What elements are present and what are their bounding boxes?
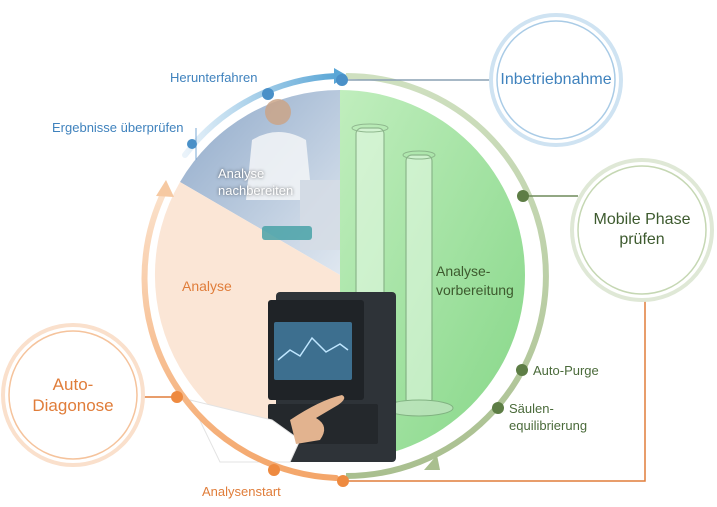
bubble-mobile-phase[interactable]: Mobile Phase prüfen — [572, 205, 712, 255]
dot-auto-diagnose[interactable] — [171, 391, 183, 403]
arc-top-blue — [182, 73, 339, 158]
label-vorbereitung-line2: vorbereitung — [436, 281, 514, 298]
label-auto-purge: Auto-Purge — [533, 363, 599, 378]
dot-saeulen[interactable] — [492, 402, 504, 414]
connector-analysenstart — [345, 296, 646, 482]
dot-inbetriebnahme[interactable] — [336, 74, 348, 86]
bubble-auto-diagnose-line2: Diagonose — [32, 396, 114, 415]
label-analyse-nachbereiten: Analyse nachbereiten — [218, 166, 293, 200]
dot-herunterfahren[interactable] — [262, 88, 274, 100]
label-nachbereiten-line2: nachbereiten — [218, 182, 294, 198]
bubble-inbetriebnahme[interactable]: Inbetriebnahme — [491, 55, 621, 105]
label-analyse: Analyse — [182, 278, 232, 294]
label-vorbereitung-line1: Analyse- — [436, 263, 491, 279]
dot-ergebnisse[interactable] — [187, 139, 197, 149]
bubble-mobile-phase-circle — [570, 158, 714, 302]
dot-analysenstart-left[interactable] — [268, 464, 280, 476]
label-analyse-vorbereitung: Analyse- vorbereitung — [436, 262, 514, 300]
dot-auto-purge[interactable] — [516, 364, 528, 376]
bubble-auto-diagnose[interactable]: Auto- Diagonose — [3, 370, 143, 420]
arc-right-green — [345, 73, 549, 479]
bubble-auto-diagnose-circle — [1, 323, 145, 467]
bubble-mobile-phase-line1: Mobile Phase — [593, 211, 691, 228]
hand-photo — [189, 395, 345, 463]
bubble-auto-diagnose-line1: Auto- — [52, 374, 94, 394]
label-saeulen-line1: Säulen- — [509, 401, 554, 416]
lab-person-photo — [246, 99, 340, 250]
bubble-inbetriebnahme-circle — [489, 13, 623, 147]
label-nachbereiten-line1: Analyse — [218, 166, 265, 181]
label-ergebnisse: Ergebnisse überprüfen — [52, 120, 184, 135]
dot-analysenstart[interactable] — [337, 475, 349, 487]
label-herunterfahren: Herunterfahren — [170, 70, 258, 85]
cylinder-right — [384, 150, 454, 417]
label-analysenstart: Analysenstart — [202, 484, 281, 499]
bubble-mobile-phase-line2: prüfen — [619, 231, 665, 248]
dot-mobile-phase[interactable] — [517, 190, 529, 202]
bubble-inbetriebnahme-label: Inbetriebnahme — [500, 71, 612, 88]
label-saeulen-line2: equilibrierung — [509, 417, 588, 433]
label-saeulen: Säulen- equilibrierung — [509, 401, 587, 435]
